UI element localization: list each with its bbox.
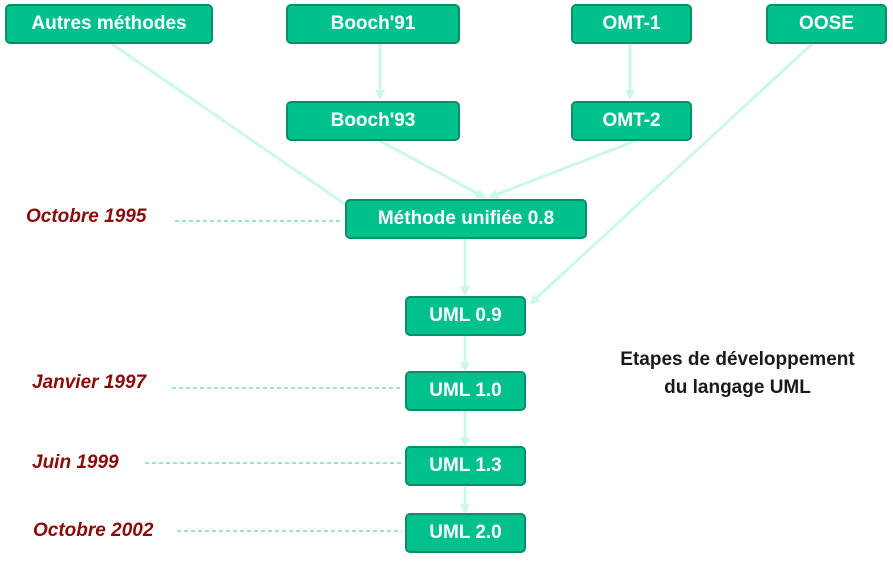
node-uml-0-9: UML 0.9 (405, 296, 526, 336)
date-octobre-2002: Octobre 2002 (33, 520, 154, 541)
node-omt1: OMT-1 (571, 4, 692, 44)
node-oose: OOSE (766, 4, 887, 44)
node-booch93: Booch'93 (286, 101, 460, 141)
arrow-oose-to-uml09 (529, 42, 814, 305)
node-uml-2-0: UML 2.0 (405, 513, 526, 553)
node-methode-unifiee: Méthode unifiée 0.8 (345, 199, 587, 239)
date-janvier-1997: Janvier 1997 (32, 372, 147, 393)
caption-line-1: Etapes de développement (620, 349, 855, 370)
arrow-omt2-to-unifiee (488, 139, 636, 199)
date-juin-1999: Juin 1999 (32, 452, 119, 473)
arrow-booch93-to-unifiee (379, 139, 486, 199)
node-omt2: OMT-2 (571, 101, 692, 141)
node-uml-1-3: UML 1.3 (405, 446, 526, 486)
node-booch91: Booch'91 (286, 4, 460, 44)
arrow-autres-to-unifiee (111, 42, 364, 218)
node-uml-1-0: UML 1.0 (405, 371, 526, 411)
diagram-caption: Etapes de développement du langage UML (590, 346, 885, 402)
caption-line-2: du langage UML (664, 377, 811, 398)
node-autres-methodes: Autres méthodes (5, 4, 213, 44)
date-octobre-1995: Octobre 1995 (26, 206, 147, 227)
